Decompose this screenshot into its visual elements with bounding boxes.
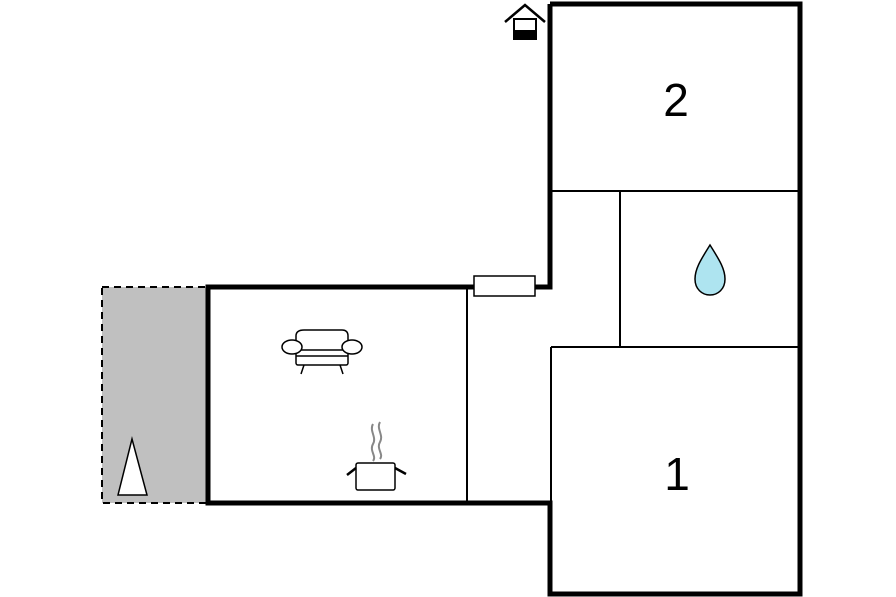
sofa-icon [281,329,363,375]
room-label-2: 2 [663,74,689,126]
room-label-1: 1 [664,448,690,500]
cooking-pot-icon [346,421,407,491]
window-icon [473,275,536,297]
parasol-icon [117,436,148,496]
water-drop-icon [694,243,726,296]
interior-walls [466,190,800,503]
terrace-area [101,286,209,504]
exterior-wall [205,1,803,597]
entrance-house-icon [504,3,546,40]
